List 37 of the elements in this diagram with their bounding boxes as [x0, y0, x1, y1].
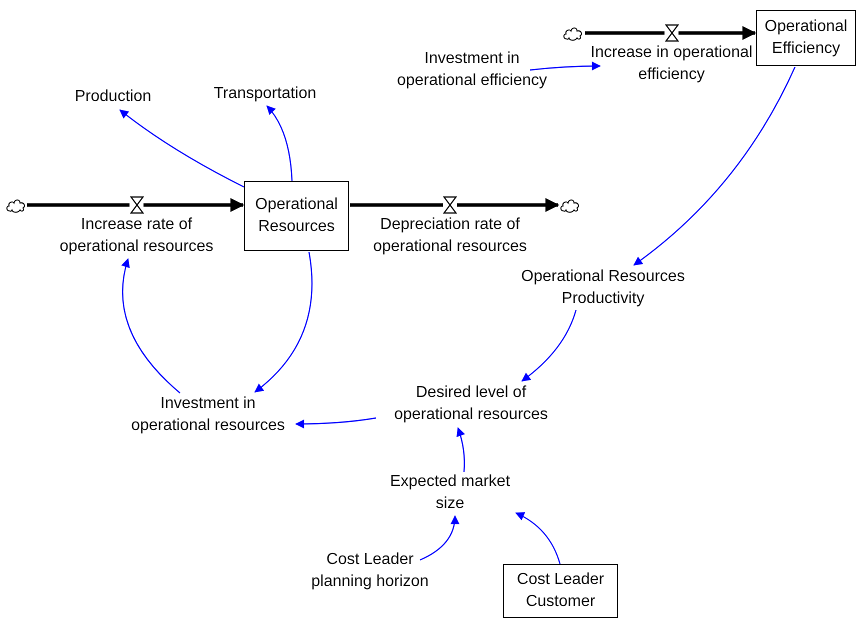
causal-arrow [633, 66, 796, 266]
flow-pipe [350, 203, 443, 207]
causal-arrow [266, 105, 293, 182]
variable-label: Cost Leader planning horizon [295, 549, 445, 593]
causal-arrow [420, 515, 460, 561]
causal-arrow [515, 512, 561, 564]
variable-label: Expected market size [375, 471, 525, 515]
stock-box [503, 564, 618, 618]
causal-arrow [254, 252, 313, 393]
variable-label: Investment in operational efficiency [387, 48, 557, 92]
cloud-icon [5, 197, 27, 213]
variable-label: Investment in operational resources [122, 393, 294, 437]
flow-pipe [585, 31, 664, 35]
node-label: Operational Resources [254, 195, 339, 237]
node-label: Cost Leader Customer [516, 570, 606, 612]
causal-arrow [122, 258, 180, 394]
variable-label: Desired level of operational resources [378, 382, 564, 426]
cloud-icon [562, 25, 584, 41]
stock-box [756, 10, 856, 66]
causal-arrow [119, 109, 244, 188]
flow-pipe [27, 203, 130, 207]
node-label: Depreciation rate of operational resources [372, 215, 528, 257]
flow-pipe [457, 198, 560, 212]
causal-arrow [530, 62, 601, 71]
stock-box [244, 181, 349, 251]
variable-label: Transportation [200, 83, 330, 105]
flow-pipe [678, 26, 756, 40]
node-label: Increase rate of operational resources [58, 215, 214, 257]
flow-pipe [144, 198, 244, 212]
causal-arrow [295, 417, 376, 428]
variable-label: Operational Resources Productivity [498, 266, 708, 310]
node-label: Operational Efficiency [764, 17, 848, 59]
causal-arrow [456, 427, 465, 472]
causal-arrow [521, 310, 577, 382]
variable-label: Production [58, 86, 168, 108]
cloud-icon [559, 197, 581, 213]
node-label: Increase in operational efficiency [590, 43, 754, 85]
